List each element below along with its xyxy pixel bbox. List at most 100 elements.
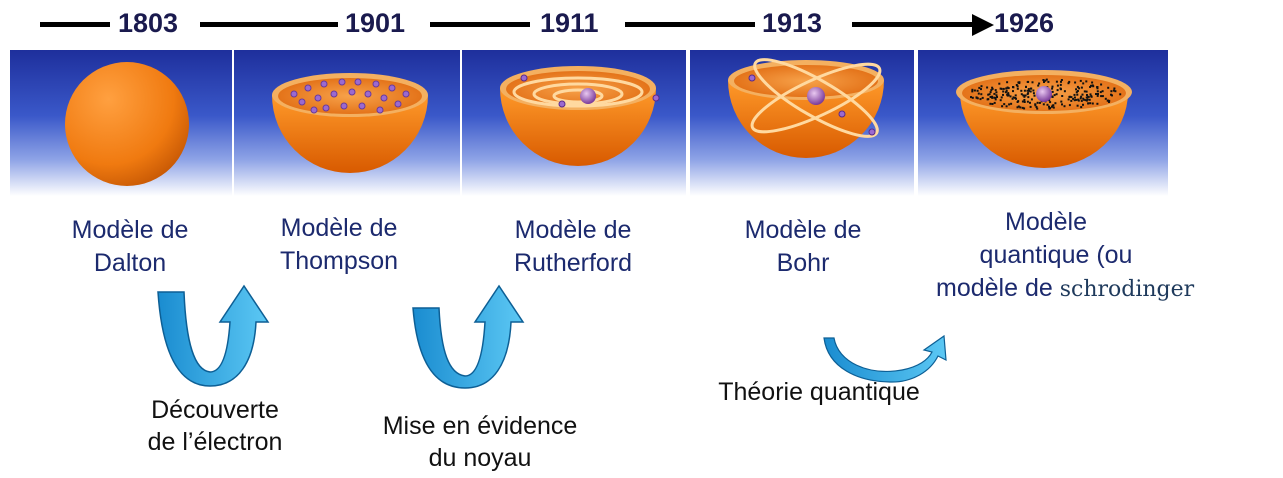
electron-cloud-dot [999, 99, 1002, 102]
electron-cloud-dot [1008, 103, 1011, 106]
year-1913: 1913 [762, 8, 823, 38]
electron-cloud-dot [989, 96, 992, 98]
electron-cloud-dot [1023, 95, 1026, 98]
electron-cloud-dot [1048, 107, 1051, 110]
electron-cloud-dot [994, 89, 997, 92]
electron-cloud-dot [1059, 83, 1062, 86]
electron-cloud-dot [1031, 81, 1034, 84]
electron-cloud-dot [1051, 95, 1054, 98]
electron-cloud-dot [1085, 96, 1088, 99]
electron-cloud-dot [1056, 84, 1059, 87]
electron-cloud-dot [1000, 96, 1003, 99]
electron-cloud-dot [1096, 86, 1099, 89]
panel-quantique [918, 50, 1168, 196]
electron-cloud-dot [971, 88, 974, 91]
electron-cloud-dot [1092, 85, 1095, 88]
electron-cloud-dot [1044, 79, 1047, 82]
dalton-sphere-icon [65, 62, 189, 186]
electron-cloud-dot [1101, 90, 1104, 93]
caption-quantique-line1: Théorie quantique [718, 378, 920, 406]
label-quantique-line1: Modèle [1005, 208, 1087, 236]
electron-cloud-dot [1001, 105, 1004, 108]
electron-cloud-dot [1086, 95, 1089, 98]
electron-cloud-dot [1111, 94, 1113, 97]
timeline-segment [625, 22, 755, 27]
electron-cloud-dot [1012, 86, 1014, 88]
electron-cloud-dot [1030, 87, 1033, 90]
electron-cloud-dot [971, 90, 974, 93]
electron-cloud-dot [1015, 84, 1018, 86]
electron-cloud-dot [1100, 83, 1103, 86]
electron-cloud-dot [1016, 85, 1019, 88]
electron-cloud-dot [1020, 93, 1023, 96]
electron-cloud-dot [1100, 95, 1103, 98]
electron-cloud-dot [1082, 103, 1084, 106]
electron-cloud-dot [1023, 94, 1026, 97]
electron-cloud-dot [1096, 90, 1099, 93]
electron-cloud-dot [1074, 81, 1077, 84]
electron-cloud-dot [976, 97, 979, 100]
electron-cloud-dot [1073, 99, 1076, 102]
year-1803: 1803 [118, 8, 179, 38]
electron-cloud-dot [979, 98, 982, 101]
electron-cloud-dot [1038, 82, 1041, 85]
electron-cloud-dot [1085, 80, 1088, 83]
electron-cloud-dot [1085, 90, 1088, 93]
electron-cloud-dot [1000, 87, 1003, 90]
electron-cloud-dot [1061, 95, 1064, 97]
electron-cloud-dot [1004, 91, 1007, 94]
electron-cloud-dot [1075, 98, 1078, 101]
timeline-segment [852, 22, 980, 27]
caption-electron: Découverte de l’électron [110, 394, 320, 458]
electron-cloud-dot [1043, 81, 1045, 83]
electron-cloud-dot [1005, 87, 1008, 90]
electron-cloud-dot [1018, 81, 1021, 84]
electron-cloud-dot [1006, 81, 1009, 84]
electron-cloud-dot [1029, 105, 1032, 108]
electron-cloud-dot [1076, 90, 1079, 92]
electron-cloud-dot [1021, 106, 1024, 109]
electron-cloud-dot [1089, 102, 1092, 105]
electron-cloud-dot [1053, 94, 1056, 97]
electron-cloud-dot [988, 93, 991, 96]
electron-cloud-dot [1073, 93, 1076, 96]
electron-cloud-dot [1084, 99, 1087, 102]
label-quantique-line3: modèle de schrodinger [926, 272, 1266, 306]
electron-cloud-dot [1076, 85, 1079, 88]
timeline-segment [40, 22, 110, 27]
electron-cloud-dot [1060, 79, 1063, 81]
electron-cloud-dot [993, 96, 996, 99]
electron-cloud-dot [1045, 78, 1048, 81]
electron-cloud-dot [986, 86, 989, 89]
bohr-model-icon [728, 58, 884, 158]
electron-cloud-dot [1028, 89, 1031, 92]
label-rutherford: Modèle de Rutherford [468, 214, 678, 280]
caption-electron-line2: de l’électron [147, 428, 283, 456]
u-turn-arrow-icon [412, 284, 525, 389]
electron-cloud-dot [1027, 92, 1030, 95]
electron-cloud-dot [1024, 94, 1027, 97]
electron-cloud-dot [1036, 101, 1039, 104]
electron-cloud-dot [977, 92, 980, 95]
electron-cloud-dot [1078, 87, 1081, 90]
electron-cloud-dot [1083, 90, 1086, 93]
electron-cloud-dot [1002, 93, 1004, 96]
electron-cloud-dot [1006, 94, 1009, 97]
thompson-model-icon [272, 73, 428, 173]
electron-cloud-dot [986, 98, 989, 101]
electron-cloud-dot [1068, 80, 1071, 83]
label-rutherford-line1: Modèle de [514, 216, 632, 244]
electron-cloud-dot [1112, 89, 1115, 92]
electron-cloud-dot [1026, 100, 1029, 103]
electron-cloud-dot [1108, 99, 1111, 102]
electron-cloud-dot [989, 91, 992, 94]
electron-cloud-dot [1019, 106, 1022, 109]
electron-cloud-dot [1079, 79, 1082, 82]
electron-cloud-dot [980, 85, 983, 88]
electron-cloud-dot [1029, 90, 1032, 93]
electron-cloud-dot [1046, 103, 1049, 106]
electron-cloud-dot [1089, 93, 1092, 96]
label-thompson-line1: Modèle de [280, 214, 398, 242]
electron-cloud-dot [1096, 94, 1099, 97]
electron-cloud-dot [975, 96, 978, 99]
